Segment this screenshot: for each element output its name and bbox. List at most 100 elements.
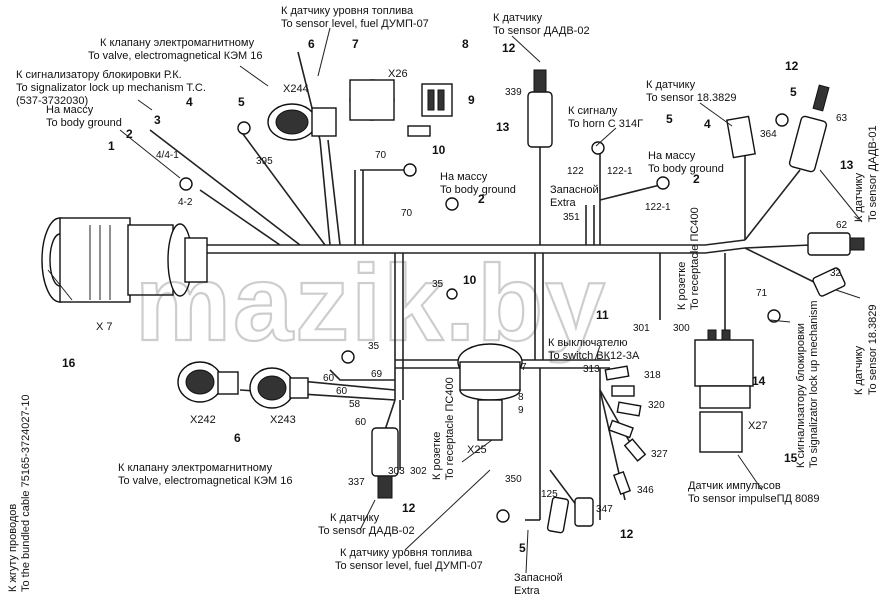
label-fuel-top-ru: К датчику уровня топлива bbox=[281, 5, 414, 17]
connector-name: X243 bbox=[270, 414, 296, 426]
wire-number: 339 bbox=[505, 87, 522, 98]
label-18-right-en: To sensor 18.3829 bbox=[867, 304, 879, 395]
connector-x26 bbox=[349, 79, 453, 137]
vertical-labels: К жгуту проводов To the bundled cable 75… bbox=[7, 125, 879, 592]
callout: 5 bbox=[238, 95, 245, 109]
label-ground-left-en: To body ground bbox=[46, 117, 122, 129]
sensor-62 bbox=[807, 232, 865, 256]
leader-lines bbox=[47, 27, 863, 574]
callout: 2 bbox=[126, 127, 133, 141]
wire-number: 70 bbox=[401, 208, 413, 219]
label-lockup-en: To signalizator lock up mechanism T.C. bbox=[16, 82, 206, 94]
wire-number: 62 bbox=[836, 220, 848, 231]
wire-number: 337 bbox=[348, 477, 365, 488]
wire-numbers: 4/4-1 4-2 395 70 70 339 122 122-1 122-1 … bbox=[156, 87, 848, 515]
label-impulse-ru: Датчик импульсов bbox=[688, 480, 781, 492]
wire-number: 125 bbox=[541, 489, 558, 500]
callout: 6 bbox=[234, 431, 241, 445]
label-pc400-bottom-ru: К розетке bbox=[431, 432, 443, 480]
callout: 9 bbox=[468, 93, 475, 107]
wire-number: 300 bbox=[673, 323, 690, 334]
connector-x244 bbox=[267, 103, 337, 141]
connector-names: X 7 X244 X26 X242 X243 X25 X27 bbox=[96, 68, 768, 456]
wire-number: 60 bbox=[336, 386, 348, 397]
wire-number: 71 bbox=[756, 288, 768, 299]
label-18-top-ru: К датчику bbox=[646, 79, 696, 91]
wire-number: 320 bbox=[648, 400, 665, 411]
sensor-18-top bbox=[726, 113, 789, 159]
label-bundled-en: To the bundled cable 75165-3724027-10 bbox=[20, 394, 32, 592]
wire-number: 303 bbox=[388, 466, 405, 477]
connector-name: X 7 bbox=[96, 321, 113, 333]
label-dadv-bottom-ru: К датчику bbox=[330, 512, 380, 524]
label-dadv01-ru: К датчику bbox=[853, 172, 865, 222]
label-dadv-top-en: To sensor ДАДВ-02 bbox=[493, 25, 590, 37]
wire-number: 347 bbox=[596, 504, 613, 515]
callout: 8 bbox=[462, 37, 469, 51]
wire-number: 8 bbox=[518, 392, 524, 403]
callout: 14 bbox=[752, 374, 766, 388]
wire-number: 364 bbox=[760, 129, 777, 140]
callout: 12 bbox=[402, 501, 416, 515]
callout: 13 bbox=[840, 158, 854, 172]
callout-numbers: 1 2 2 2 3 4 4 5 5 5 5 6 6 7 8 9 10 10 11… bbox=[62, 37, 854, 555]
callout: 2 bbox=[478, 192, 485, 206]
label-switch-en: To switch ВК12-3А bbox=[548, 350, 640, 362]
label-18-top-en: To sensor 18.3829 bbox=[646, 92, 737, 104]
label-ground-mid-ru: На массу bbox=[440, 171, 488, 183]
callout: 6 bbox=[308, 37, 315, 51]
label-extra-bottom-ru: Запасной bbox=[514, 572, 563, 584]
ring-terminals bbox=[179, 121, 781, 523]
label-ground-right-en: To body ground bbox=[648, 163, 724, 175]
wire-number: 395 bbox=[256, 156, 273, 167]
callout: 5 bbox=[666, 112, 673, 126]
callout: 5 bbox=[790, 85, 797, 99]
wire-number: 32 bbox=[830, 268, 842, 279]
wire-number: 301 bbox=[633, 323, 650, 334]
connector-name: X26 bbox=[388, 68, 408, 80]
callout: 1 bbox=[108, 139, 115, 153]
wire-number: 350 bbox=[505, 474, 522, 485]
label-pc400-bottom-en: To receptacle ПС400 bbox=[444, 377, 456, 480]
label-pc400-top-en: To receptacle ПС400 bbox=[689, 207, 701, 310]
wire-number: 351 bbox=[563, 212, 580, 223]
label-horn-ru: К сигналу bbox=[568, 105, 618, 117]
wire-number: 35 bbox=[432, 279, 444, 290]
wire-number: 4/4-1 bbox=[156, 150, 179, 161]
label-18-right-ru: К датчику bbox=[853, 345, 865, 395]
sensor-32 bbox=[812, 267, 846, 297]
wire-number: 122 bbox=[567, 166, 584, 177]
label-lockup-right-ru: К сигнализатору блокировки bbox=[795, 323, 807, 468]
label-ground-mid-en: To body ground bbox=[440, 184, 516, 196]
wire-number: 318 bbox=[644, 370, 661, 381]
connector-x243 bbox=[249, 367, 309, 409]
label-ground-right-ru: На массу bbox=[648, 150, 696, 162]
wire-number: 60 bbox=[323, 373, 335, 384]
label-switch-ru: К выключателю bbox=[548, 337, 628, 349]
callout: 2 bbox=[693, 172, 700, 186]
sensor-dadv01 bbox=[788, 84, 830, 173]
wire-number: 346 bbox=[637, 485, 654, 496]
callout: 16 bbox=[62, 356, 76, 370]
label-valve-bottom-ru: К клапану электромагнитному bbox=[118, 462, 273, 474]
connector-x27 bbox=[694, 329, 754, 453]
label-lockup-ru: К сигнализатору блокировки Р.К. bbox=[16, 69, 182, 81]
label-fuel-bottom-ru: К датчику уровня топлива bbox=[340, 547, 473, 559]
sensor-fuel-bottom-plug bbox=[546, 496, 594, 534]
label-horn-en: To horn С 314Г bbox=[568, 118, 643, 130]
callout: 12 bbox=[620, 527, 634, 541]
label-lockup-code: (537-3732030) bbox=[16, 95, 88, 107]
label-dadv-top-ru: К датчику bbox=[493, 12, 543, 24]
wire-number: 122-1 bbox=[645, 202, 671, 213]
callout: 3 bbox=[154, 113, 161, 127]
switch-plug-cluster bbox=[604, 365, 647, 496]
label-bundled-ru: К жгуту проводов bbox=[7, 504, 19, 592]
label-extra-mid-ru: Запасной bbox=[550, 184, 599, 196]
callout: 10 bbox=[432, 143, 446, 157]
wire-number: 60 bbox=[355, 417, 367, 428]
wire-number: 69 bbox=[371, 369, 383, 380]
label-valve-top-en: To valve, electromagnetical КЭМ 16 bbox=[88, 50, 263, 62]
label-extra-bottom-en: Extra bbox=[514, 585, 541, 597]
callout: 4 bbox=[186, 95, 193, 109]
